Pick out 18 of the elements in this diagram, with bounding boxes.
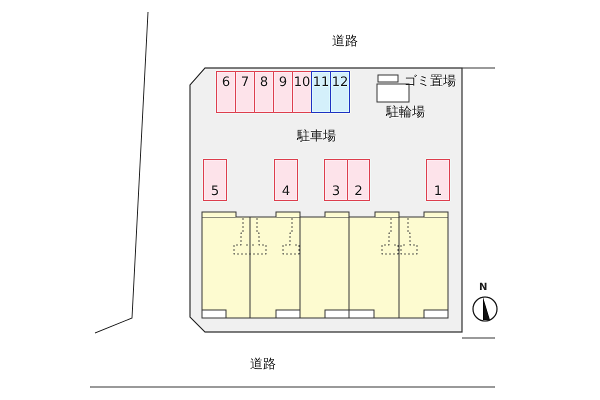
parking-space: 2 <box>347 159 370 201</box>
north-label: N <box>479 282 488 293</box>
parking-space: 7 <box>235 71 255 113</box>
bicycle-parking-label: 駐輪場 <box>386 104 425 121</box>
parking-space: 8 <box>254 71 274 113</box>
parking-space: 9 <box>273 71 293 113</box>
parking-space: 12 <box>330 71 350 113</box>
parking-space: 4 <box>274 159 298 201</box>
parking-space: 11 <box>311 71 331 113</box>
parking-space: 10 <box>292 71 312 113</box>
parking-space: 1 <box>426 159 450 201</box>
parking-space: 3 <box>324 159 348 201</box>
road-name: 道路 <box>332 33 358 50</box>
garbage-area-label: ゴミ置場 <box>404 73 456 90</box>
parking-space: 6 <box>216 71 236 113</box>
parking-lot-label: 駐車場 <box>297 128 336 145</box>
road-name: 道路 <box>250 356 276 373</box>
parking-space: 5 <box>203 159 227 201</box>
